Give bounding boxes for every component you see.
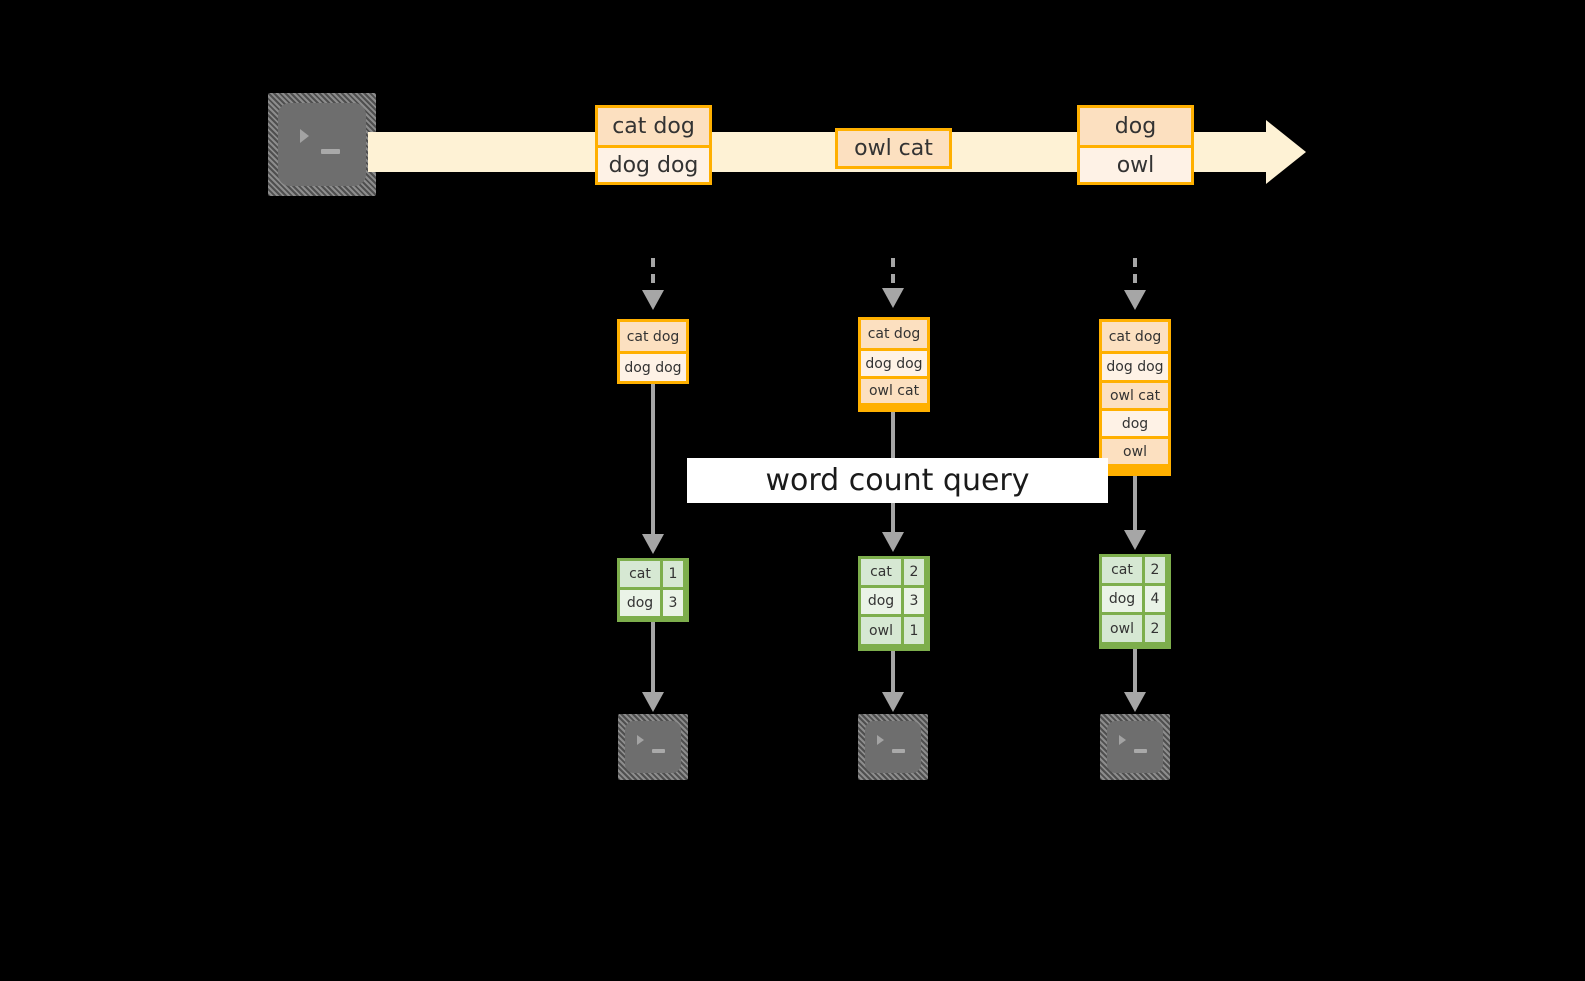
terminal-underscore-icon [652, 749, 665, 753]
snapshot-3-query-arrow-line [1133, 476, 1137, 532]
snapshot-1-sink-arrowhead-icon [642, 692, 664, 712]
result-count-cell: 2 [1142, 615, 1165, 642]
result-word-cell: cat [620, 561, 660, 587]
snapshot-input-line: cat dog [620, 322, 686, 351]
result-count-cell: 1 [660, 561, 683, 587]
snapshot-input-line: owl cat [1102, 380, 1168, 408]
snapshot-1-input-table: cat dog dog dog [617, 319, 689, 384]
query-banner: word count query [687, 458, 1108, 503]
result-word-cell: dog [1102, 586, 1142, 612]
snapshot-2-trigger-arrowhead-icon [882, 288, 904, 308]
snapshot-input-line: owl [1102, 436, 1168, 464]
result-word-cell: owl [861, 617, 901, 644]
result-count-cell: 4 [1142, 586, 1165, 612]
terminal-body [625, 721, 681, 773]
terminal-chevron-icon [1119, 735, 1126, 745]
terminal-body [278, 103, 366, 186]
result-word-cell: dog [861, 588, 901, 614]
source-terminal-icon [268, 93, 376, 196]
table-row: dog 3 [861, 585, 927, 614]
result-count-cell: 2 [1142, 557, 1165, 583]
snapshot-input-line: dog dog [1102, 351, 1168, 380]
event-stream-arrowhead-icon [1266, 120, 1306, 184]
snapshot-1-result-table: cat 1 dog 3 [617, 558, 689, 622]
snapshot-3-sink-arrow-line [1133, 649, 1137, 694]
snapshot-1-query-arrow-line [651, 384, 655, 536]
snapshot-2-query-arrowhead-icon [882, 532, 904, 552]
snapshot-1-trigger-arrow-line [651, 258, 655, 292]
snapshot-input-line: cat dog [861, 320, 927, 348]
stream-message-3: dog owl [1077, 105, 1194, 185]
result-count-cell: 1 [901, 617, 924, 644]
snapshot-1-query-arrowhead-icon [642, 534, 664, 554]
snapshot-2-trigger-arrow-line [891, 258, 895, 290]
snapshot-3-query-arrowhead-icon [1124, 530, 1146, 550]
snapshot-3-trigger-arrow-line [1133, 258, 1137, 292]
terminal-underscore-icon [1134, 749, 1147, 753]
table-row: cat 2 [1102, 557, 1168, 583]
table-row: dog 3 [620, 587, 686, 616]
snapshot-3-input-table: cat dog dog dog owl cat dog owl [1099, 319, 1171, 476]
terminal-underscore-icon [321, 149, 340, 154]
stream-message-line: dog [1080, 108, 1191, 145]
terminal-underscore-icon [892, 749, 905, 753]
result-count-cell: 3 [660, 590, 683, 616]
terminal-body [865, 721, 921, 773]
table-row: owl 2 [1102, 612, 1168, 642]
table-row: owl 1 [861, 614, 927, 644]
snapshot-1-trigger-arrowhead-icon [642, 290, 664, 310]
stream-message-2: owl cat [835, 128, 952, 169]
terminal-chevron-icon [877, 735, 884, 745]
table-row: dog 4 [1102, 583, 1168, 612]
snapshot-input-line: dog dog [861, 348, 927, 376]
result-count-cell: 3 [901, 588, 924, 614]
result-count-cell: 2 [901, 559, 924, 585]
snapshot-input-line: owl cat [861, 376, 927, 403]
stream-message-line: owl cat [838, 131, 949, 166]
snapshot-1-sink-arrow-line [651, 622, 655, 694]
snapshot-3-result-table: cat 2 dog 4 owl 2 [1099, 554, 1171, 649]
stream-message-line: cat dog [598, 108, 709, 145]
snapshot-2-sink-arrowhead-icon [882, 692, 904, 712]
result-word-cell: cat [861, 559, 901, 585]
snapshot-3-sink-arrowhead-icon [1124, 692, 1146, 712]
terminal-chevron-icon [637, 735, 644, 745]
snapshot-2-sink-arrow-line [891, 651, 895, 694]
table-row: cat 2 [861, 559, 927, 585]
stream-message-1: cat dog dog dog [595, 105, 712, 185]
snapshot-input-line: dog dog [620, 351, 686, 381]
stream-message-line: dog dog [598, 145, 709, 182]
snapshot-2-result-table: cat 2 dog 3 owl 1 [858, 556, 930, 651]
result-word-cell: dog [620, 590, 660, 616]
stream-message-line: owl [1080, 145, 1191, 182]
snapshot-1-sink-terminal-icon [618, 714, 688, 780]
terminal-body [1107, 721, 1163, 773]
snapshot-input-line: cat dog [1102, 322, 1168, 351]
result-word-cell: owl [1102, 615, 1142, 642]
result-word-cell: cat [1102, 557, 1142, 583]
snapshot-2-input-table: cat dog dog dog owl cat [858, 317, 930, 412]
snapshot-2-sink-terminal-icon [858, 714, 928, 780]
table-row: cat 1 [620, 561, 686, 587]
terminal-chevron-icon [300, 129, 309, 143]
snapshot-3-sink-terminal-icon [1100, 714, 1170, 780]
snapshot-3-trigger-arrowhead-icon [1124, 290, 1146, 310]
snapshot-input-line: dog [1102, 408, 1168, 436]
